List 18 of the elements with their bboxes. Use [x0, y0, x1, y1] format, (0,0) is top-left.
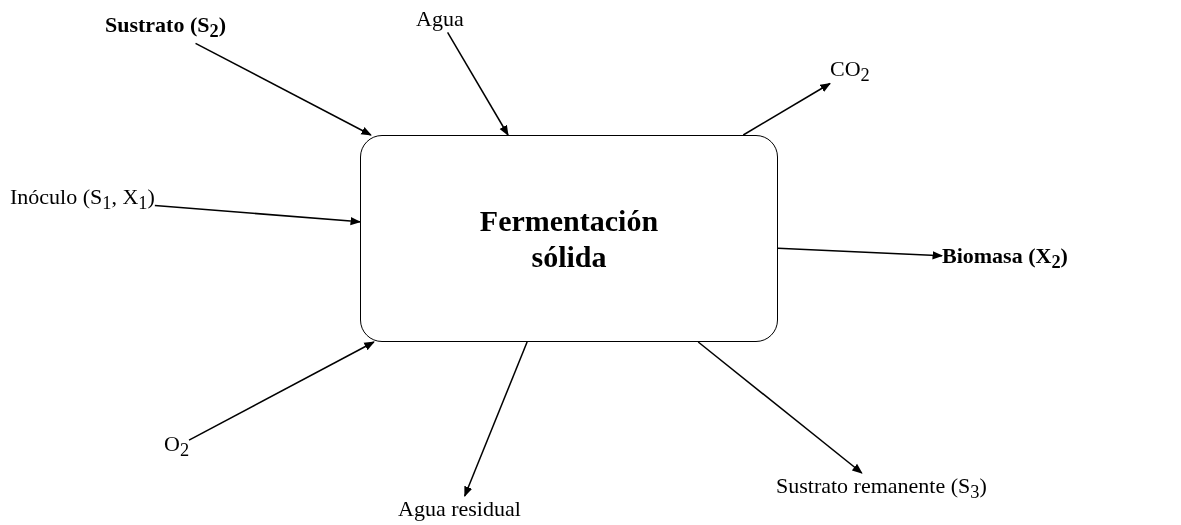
process-box	[360, 135, 778, 342]
arrow	[188, 341, 375, 441]
process-title: Fermentación sólida	[478, 202, 660, 275]
arrow	[154, 204, 362, 226]
arrow	[697, 341, 863, 474]
arrow	[446, 31, 509, 136]
arrow	[742, 82, 831, 136]
flow-label: O$_{2}$	[164, 431, 190, 463]
arrow	[777, 247, 944, 260]
flow-label: Agua residual	[398, 496, 521, 523]
flow-label: Biomasa (X$_{2}$)	[942, 243, 1068, 275]
flow-label: Inóculo (S$_{1}$, X$_{1}$)	[10, 184, 155, 216]
flow-label: Sustrato remanente (S$_{3}$)	[776, 473, 987, 505]
flow-label: CO$_{2}$	[830, 56, 870, 88]
arrow	[194, 42, 372, 136]
arrow	[464, 341, 528, 497]
flow-label: Sustrato (S$_{2}$)	[105, 12, 226, 44]
flow-label: Agua	[416, 6, 464, 33]
